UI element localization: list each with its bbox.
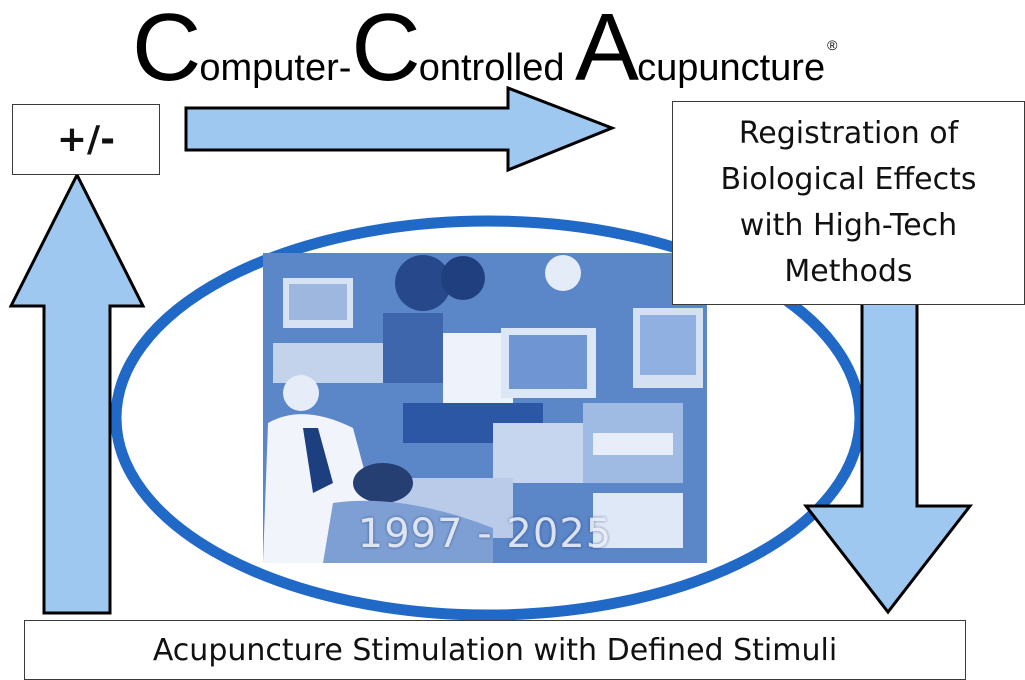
- title-part-acupuncture: cupuncture: [637, 47, 826, 89]
- up-arrow-icon: [8, 171, 146, 615]
- registration-label: Registration of Biological Effects with …: [720, 116, 977, 289]
- feedback-label: +/-: [56, 119, 116, 160]
- registered-mark: ®: [827, 37, 838, 53]
- feedback-plus-minus-box: +/-: [12, 104, 160, 175]
- title-letter-c2: C: [351, 0, 420, 101]
- right-arrow-icon: [184, 85, 617, 173]
- stimulation-box: Acupuncture Stimulation with Defined Sti…: [24, 620, 966, 680]
- lab-photo-illustration: [263, 253, 707, 563]
- title-part-controlled: ontrolled: [418, 47, 576, 89]
- title-part-computer: omputer-: [199, 47, 352, 89]
- title-letter-a: A: [575, 0, 639, 101]
- year-range-caption: 1997 - 2025: [357, 511, 613, 557]
- registration-box: Registration of Biological Effects with …: [672, 101, 1025, 305]
- diagram-title: Computer-Controlled Acupuncture®: [132, 0, 838, 96]
- lab-photo: 1997 - 2025: [263, 253, 707, 563]
- stimulation-label: Acupuncture Stimulation with Defined Sti…: [152, 633, 838, 668]
- cycle-ellipse: [110, 215, 866, 621]
- down-arrow-icon: [802, 298, 974, 615]
- title-letter-c1: C: [132, 0, 201, 101]
